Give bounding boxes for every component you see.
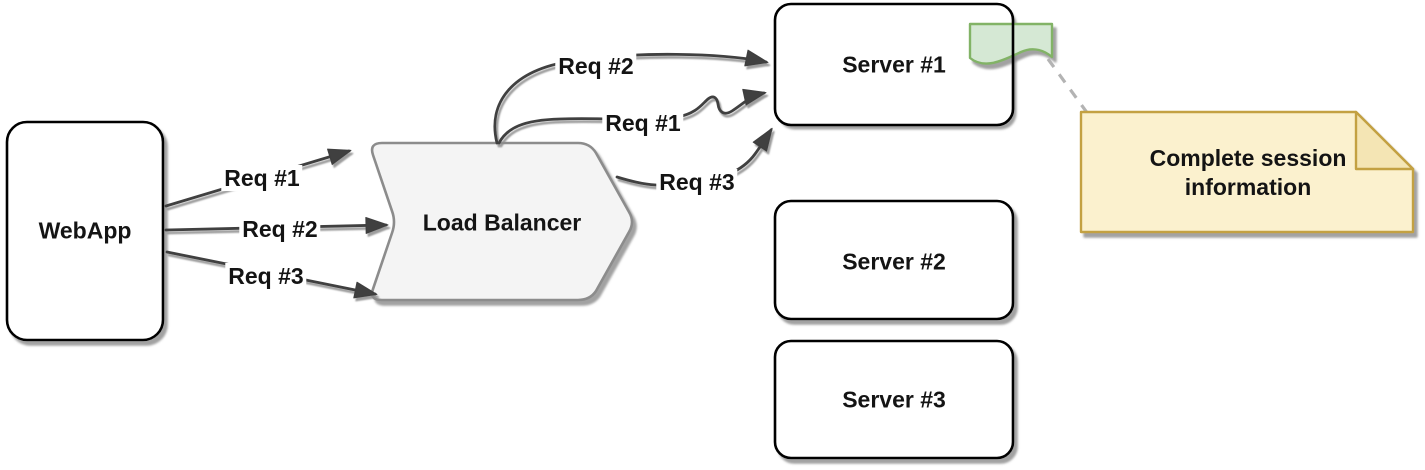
session-note-fold xyxy=(1354,110,1415,171)
server1-node-body xyxy=(775,4,1013,125)
edge-label-req3-lb-server1: Req #3 xyxy=(656,169,738,195)
webapp-node-shape xyxy=(5,120,165,342)
note-connector-dashed-line xyxy=(1046,58,1090,115)
server2-node-shape xyxy=(773,199,1015,321)
webapp-node-label: WebApp xyxy=(38,217,132,244)
edge-label-req1-webapp-lb: Req #1 xyxy=(221,165,303,191)
edge-req1-lb-to-server1 xyxy=(497,88,767,145)
session-note-body xyxy=(1079,110,1415,234)
load-balancer-node-label: Load Balancer xyxy=(422,209,582,236)
server1-node-label: Server #1 xyxy=(842,51,946,78)
server1-node-border xyxy=(773,2,1015,127)
load-balancer-shape xyxy=(370,141,634,302)
edge-label-req2-webapp-lb: Req #2 xyxy=(239,216,321,242)
edge-label-req3-webapp-lb: Req #3 xyxy=(225,263,307,289)
server3-node-label: Server #3 xyxy=(842,386,946,413)
server2-node-label: Server #2 xyxy=(842,248,946,275)
session-tape-shape xyxy=(968,22,1054,65)
server3-node-shape xyxy=(773,339,1015,460)
edge-label-req2-lb-server1: Req #2 xyxy=(555,53,637,79)
session-note-text: Complete session information xyxy=(1149,145,1347,200)
edge-label-req1-lb-server1: Req #1 xyxy=(602,110,684,136)
session-note-shape xyxy=(1079,110,1415,234)
